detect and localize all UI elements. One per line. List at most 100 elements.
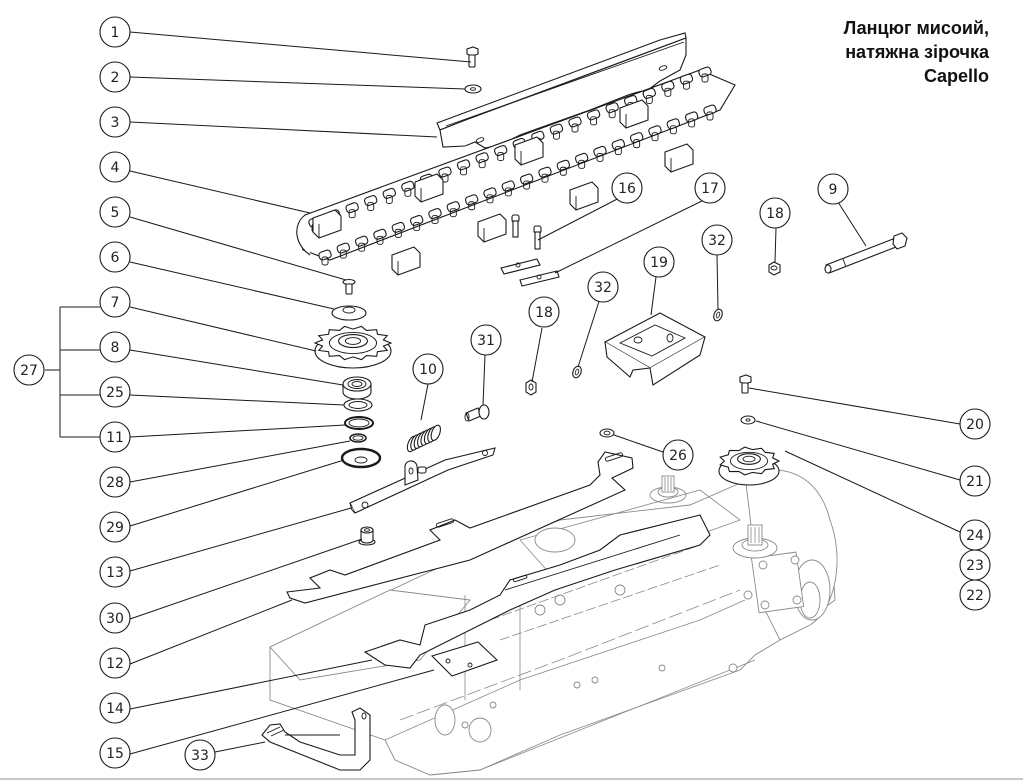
svg-text:18: 18 bbox=[766, 206, 784, 222]
callout-5[interactable]: 5 bbox=[99, 196, 131, 228]
callout-25[interactable]: 25 bbox=[99, 376, 131, 408]
callout-30[interactable]: 30 bbox=[99, 602, 131, 634]
support-plate-15 bbox=[430, 641, 499, 677]
svg-text:6: 6 bbox=[111, 250, 120, 266]
svg-text:23: 23 bbox=[966, 558, 984, 574]
svg-text:10: 10 bbox=[419, 362, 437, 378]
callout-4[interactable]: 4 bbox=[99, 151, 131, 183]
callout-15[interactable]: 15 bbox=[99, 737, 131, 769]
callout-23[interactable]: 23 bbox=[959, 549, 991, 581]
svg-text:31: 31 bbox=[477, 333, 495, 349]
callout-28[interactable]: 28 bbox=[99, 466, 131, 498]
svg-text:12: 12 bbox=[106, 656, 124, 672]
svg-text:7: 7 bbox=[111, 295, 120, 311]
cover-washer-6 bbox=[331, 305, 367, 321]
callout-13[interactable]: 13 bbox=[99, 556, 131, 588]
title-line-3: Capello bbox=[923, 66, 989, 86]
svg-text:19: 19 bbox=[650, 255, 668, 271]
washer-2 bbox=[464, 84, 482, 94]
idler-sprocket-7 bbox=[313, 325, 393, 369]
callout-21[interactable]: 21 bbox=[959, 465, 991, 497]
callout-12[interactable]: 12 bbox=[99, 647, 131, 679]
callout-18-right[interactable]: 18 bbox=[759, 197, 791, 229]
svg-text:22: 22 bbox=[966, 588, 984, 604]
washer-32-right bbox=[713, 308, 723, 322]
gathering-chain-4 bbox=[296, 66, 736, 276]
socket-screw-16 bbox=[511, 214, 542, 250]
seal-disc-29 bbox=[340, 447, 382, 469]
bearing-8 bbox=[342, 376, 372, 400]
callout-27[interactable]: 27 bbox=[13, 354, 45, 386]
guide-block-19 bbox=[603, 312, 707, 386]
svg-text:9: 9 bbox=[829, 182, 838, 198]
svg-text:8: 8 bbox=[111, 340, 120, 356]
tension-spring-10 bbox=[406, 424, 441, 453]
svg-text:27: 27 bbox=[20, 363, 38, 379]
callout-32-left[interactable]: 32 bbox=[587, 271, 619, 303]
bottom-divider bbox=[0, 778, 1023, 780]
svg-text:5: 5 bbox=[111, 205, 120, 221]
callout-9[interactable]: 9 bbox=[817, 173, 849, 205]
diagram-title: Ланцюг мисоий, натяжна зірочка Capello bbox=[844, 16, 989, 88]
rivet-nut-30 bbox=[358, 526, 376, 546]
flange-bolt-20 bbox=[739, 374, 752, 394]
svg-text:32: 32 bbox=[594, 280, 612, 296]
svg-text:2: 2 bbox=[111, 70, 120, 86]
drive-sprocket-24 bbox=[718, 446, 781, 486]
callout-24[interactable]: 24 bbox=[959, 519, 991, 551]
callout-8[interactable]: 8 bbox=[99, 331, 131, 363]
svg-text:1: 1 bbox=[111, 25, 120, 41]
callout-6[interactable]: 6 bbox=[99, 241, 131, 273]
bolt-1 bbox=[466, 46, 479, 68]
drive-shaft-right bbox=[732, 524, 778, 559]
svg-text:28: 28 bbox=[106, 475, 124, 491]
svg-text:11: 11 bbox=[106, 430, 124, 446]
callout-3[interactable]: 3 bbox=[99, 106, 131, 138]
tensioner-arm-13 bbox=[349, 447, 496, 514]
spacer-ring-28 bbox=[349, 433, 367, 443]
svg-text:29: 29 bbox=[106, 520, 124, 536]
callout-31[interactable]: 31 bbox=[470, 324, 502, 356]
callout-7[interactable]: 7 bbox=[99, 286, 131, 318]
svg-text:18: 18 bbox=[535, 305, 553, 321]
callout-16[interactable]: 16 bbox=[611, 172, 643, 204]
callout-10[interactable]: 10 bbox=[412, 353, 444, 385]
svg-text:26: 26 bbox=[669, 448, 687, 464]
svg-text:15: 15 bbox=[106, 746, 124, 762]
upper-plate-12 bbox=[286, 451, 634, 604]
nut-18-left bbox=[525, 379, 537, 396]
svg-text:24: 24 bbox=[966, 528, 984, 544]
drive-shaft-left bbox=[649, 475, 687, 504]
svg-text:16: 16 bbox=[618, 181, 636, 197]
snout-tip-33 bbox=[261, 707, 371, 771]
callout-33[interactable]: 33 bbox=[184, 739, 216, 771]
callout-29[interactable]: 29 bbox=[99, 511, 131, 543]
callout-14[interactable]: 14 bbox=[99, 692, 131, 724]
connector-link-17 bbox=[500, 258, 560, 287]
svg-text:17: 17 bbox=[701, 181, 719, 197]
callout-22[interactable]: 22 bbox=[959, 579, 991, 611]
callout-1[interactable]: 1 bbox=[99, 16, 131, 48]
washer-21 bbox=[740, 415, 756, 425]
svg-text:30: 30 bbox=[106, 611, 124, 627]
callout-19[interactable]: 19 bbox=[643, 246, 675, 278]
svg-text:4: 4 bbox=[111, 160, 120, 176]
callout-17[interactable]: 17 bbox=[694, 172, 726, 204]
retaining-ring-11 bbox=[344, 416, 374, 430]
title-line-2: натяжна зірочка bbox=[845, 42, 989, 62]
callout-26[interactable]: 26 bbox=[662, 439, 694, 471]
shim-ring-25 bbox=[343, 398, 373, 412]
svg-text:14: 14 bbox=[106, 701, 124, 717]
washer-32-left bbox=[572, 365, 582, 379]
callout-11[interactable]: 11 bbox=[99, 421, 131, 453]
callout-2[interactable]: 2 bbox=[99, 61, 131, 93]
callout-32-right[interactable]: 32 bbox=[701, 224, 733, 256]
svg-text:25: 25 bbox=[106, 385, 124, 401]
lower-plate-14 bbox=[363, 514, 711, 669]
svg-text:13: 13 bbox=[106, 565, 124, 581]
callout-18-left[interactable]: 18 bbox=[528, 296, 560, 328]
countersunk-screw-5 bbox=[342, 278, 356, 295]
washer-26 bbox=[599, 428, 615, 438]
callout-20[interactable]: 20 bbox=[959, 408, 991, 440]
